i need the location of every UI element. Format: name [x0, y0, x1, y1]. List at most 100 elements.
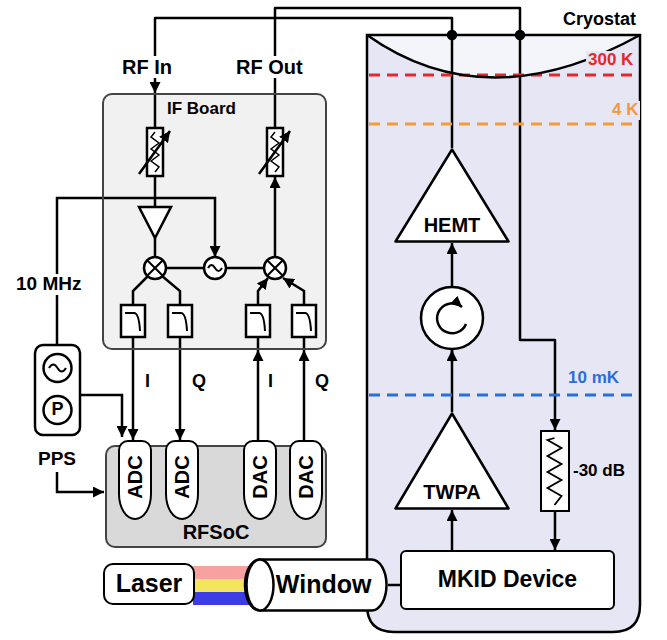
lowpass-mark: [172, 313, 187, 331]
signal-wire: [554, 512, 557, 550]
signal-wire: [388, 584, 400, 587]
pps-symbol: [44, 396, 72, 424]
cryostat-lid-fill: [367, 35, 640, 78]
cryostat-fill: [367, 35, 640, 632]
wire: [274, 93, 277, 128]
stage-line: [369, 74, 638, 77]
wire: [451, 350, 454, 362]
signal-label: PPS: [36, 449, 78, 470]
variable-arrow: [259, 131, 290, 174]
node-label: DAC: [249, 455, 271, 498]
wire: [283, 278, 304, 305]
node-label: HEMT: [424, 214, 481, 236]
filter-symbol: [168, 305, 192, 337]
signal-label: 300 K: [586, 51, 635, 70]
amplifier-symbol: [139, 207, 171, 238]
cryostat-outline: [367, 35, 640, 632]
node-label: -30 dB: [573, 462, 625, 481]
signal-wire: [257, 350, 260, 440]
lowpass-mark: [250, 313, 265, 331]
sine-mark: [49, 365, 66, 372]
clock-parts: [35, 345, 122, 492]
mixer-cross: [267, 260, 283, 276]
signal-wire: [132, 350, 135, 440]
clock-wire: [80, 395, 122, 437]
node-label: IF Board: [167, 100, 236, 119]
channel-label: Q: [313, 372, 331, 392]
filter-symbol: [292, 305, 316, 337]
clock-symbol: [44, 354, 72, 382]
wire: [258, 278, 268, 305]
if-board-parts: [57, 93, 316, 350]
triangle-outline: [396, 150, 509, 242]
signal-wire: [179, 350, 182, 440]
wire: [154, 93, 157, 128]
lowpass-mark: [125, 313, 140, 331]
cryostat-lid: [367, 35, 640, 78]
wire: [154, 176, 157, 207]
filter-symbol: [121, 305, 145, 337]
signal-label: RF Out: [234, 56, 305, 78]
zigzag: [542, 432, 568, 510]
stage-line: [369, 394, 638, 397]
channel-label: Q: [190, 372, 208, 392]
signal-label: 10 mK: [566, 369, 621, 388]
cryostat-fill: [367, 35, 640, 632]
amplifier-triangle: HEMT: [394, 148, 510, 243]
signal-wire: [451, 510, 454, 550]
signal-label: 10 MHz: [14, 274, 83, 295]
board-panel: IF Board: [102, 93, 327, 350]
circulator-symbol: [421, 287, 483, 349]
cylinder-outline: [245, 560, 387, 611]
node-label: Cryostat: [563, 10, 636, 30]
node-label: Window: [276, 571, 372, 599]
cylinder-end: [247, 560, 274, 611]
wire: [166, 267, 264, 270]
channel-label: I: [266, 372, 275, 392]
reference-wire: [57, 198, 215, 345]
triangle-outline: [396, 414, 509, 509]
converter-block: ADC: [118, 440, 152, 520]
signal-wire: [275, 8, 555, 430]
attenuator-box: -30 dB: [540, 430, 570, 512]
converter-block: DAC: [289, 440, 323, 520]
circulator-arrow: [437, 303, 466, 333]
node-label: ADC: [124, 455, 146, 498]
node-label: MKID Device: [438, 567, 577, 592]
wire: [133, 276, 180, 305]
node-label: RFSoC: [183, 521, 250, 543]
laser-box: Laser: [103, 563, 195, 605]
pps-wire: [57, 472, 104, 492]
window-cylinder: Window: [245, 558, 388, 612]
board-panel: RFSoC ADC ADC DAC DAC: [105, 445, 327, 548]
signal-label: P: [51, 400, 63, 420]
signal-label: RF In: [120, 56, 174, 78]
signal-wire: [303, 350, 306, 440]
filter-symbol: [246, 305, 270, 337]
temperature-stages: [369, 75, 638, 395]
amplifier-triangle: TWPA: [394, 412, 510, 510]
wire: [274, 177, 277, 257]
node-label: Laser: [116, 570, 183, 598]
cryostat-outline: CryostatHEMT TWPA -30 dB MKID Device: [367, 10, 640, 632]
mixer-cross: [147, 260, 163, 276]
cryostat-outline: [367, 10, 640, 632]
lowpass-mark: [296, 313, 311, 331]
signal-label: 4 K: [610, 101, 640, 120]
node-label: DAC: [295, 455, 317, 498]
wire: [154, 238, 157, 257]
zigzag: [548, 438, 562, 505]
mixer-symbol: [264, 257, 286, 279]
clock-box: [35, 345, 80, 435]
variable-arrow: [139, 131, 170, 174]
node-label: ADC: [171, 455, 193, 498]
stage-line: [369, 123, 638, 126]
oscillator-symbol: [204, 257, 226, 279]
converter-block: ADC: [165, 440, 199, 520]
device-box: MKID Device: [400, 550, 615, 610]
channel-label: I: [143, 372, 152, 392]
